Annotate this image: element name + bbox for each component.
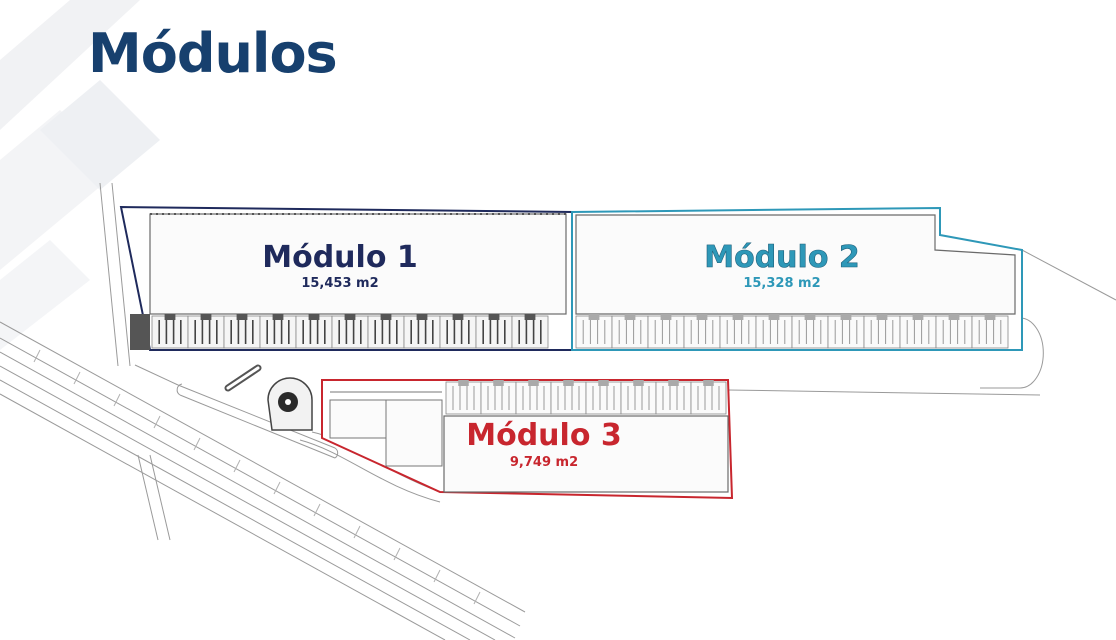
- dock-bay: [683, 314, 721, 349]
- modulo-2-label: Módulo 2: [704, 240, 860, 275]
- dock-bay: [647, 314, 685, 349]
- modulo-3-area: 9,749 m2: [510, 455, 578, 470]
- dock-bay: [655, 380, 692, 415]
- dock-bay: [331, 314, 369, 349]
- modulo-1-label: Módulo 1: [262, 240, 418, 275]
- dock-bay: [620, 380, 657, 415]
- dock-bay: [515, 380, 552, 415]
- modulo-2-outline: [571, 206, 1023, 351]
- dock-bay: [827, 314, 865, 349]
- modulo-3-label: Módulo 3: [466, 418, 622, 453]
- dock-bay: [475, 314, 513, 349]
- modulo-1-area: 15,453 m2: [301, 276, 378, 291]
- highway-ties: [33, 349, 481, 605]
- dock-bay: [151, 314, 189, 349]
- dock-bay: [187, 314, 225, 349]
- dock-bay: [367, 314, 405, 349]
- dock-bay: [585, 380, 622, 415]
- dock-bay: [971, 314, 1009, 349]
- modulo-2-area: 15,328 m2: [743, 276, 820, 291]
- dock-bay: [439, 314, 477, 349]
- dock-bay: [719, 314, 757, 349]
- dock-bay: [403, 314, 441, 349]
- dock-bay: [259, 314, 297, 349]
- highway: [0, 321, 526, 640]
- dock-bay: [445, 380, 482, 415]
- dock-bay: [863, 314, 901, 349]
- page-title: Módulos: [88, 22, 338, 85]
- dock-bay: [690, 380, 727, 415]
- dock-bay: [480, 380, 517, 415]
- dock-bay: [223, 314, 261, 349]
- dock-bay: [295, 314, 333, 349]
- dock-bay: [511, 314, 549, 349]
- loading-docks-3: [445, 380, 727, 415]
- loading-docks-1-2: [151, 314, 1009, 349]
- dock-bay: [935, 314, 973, 349]
- roundabout: [224, 364, 313, 431]
- dock-bay: [550, 380, 587, 415]
- dock-bay: [611, 314, 649, 349]
- dock-bay: [791, 314, 829, 349]
- dock-bay: [899, 314, 937, 349]
- dock-bay: [575, 314, 613, 349]
- dock-bay: [755, 314, 793, 349]
- modulo-1-outline: [119, 205, 573, 351]
